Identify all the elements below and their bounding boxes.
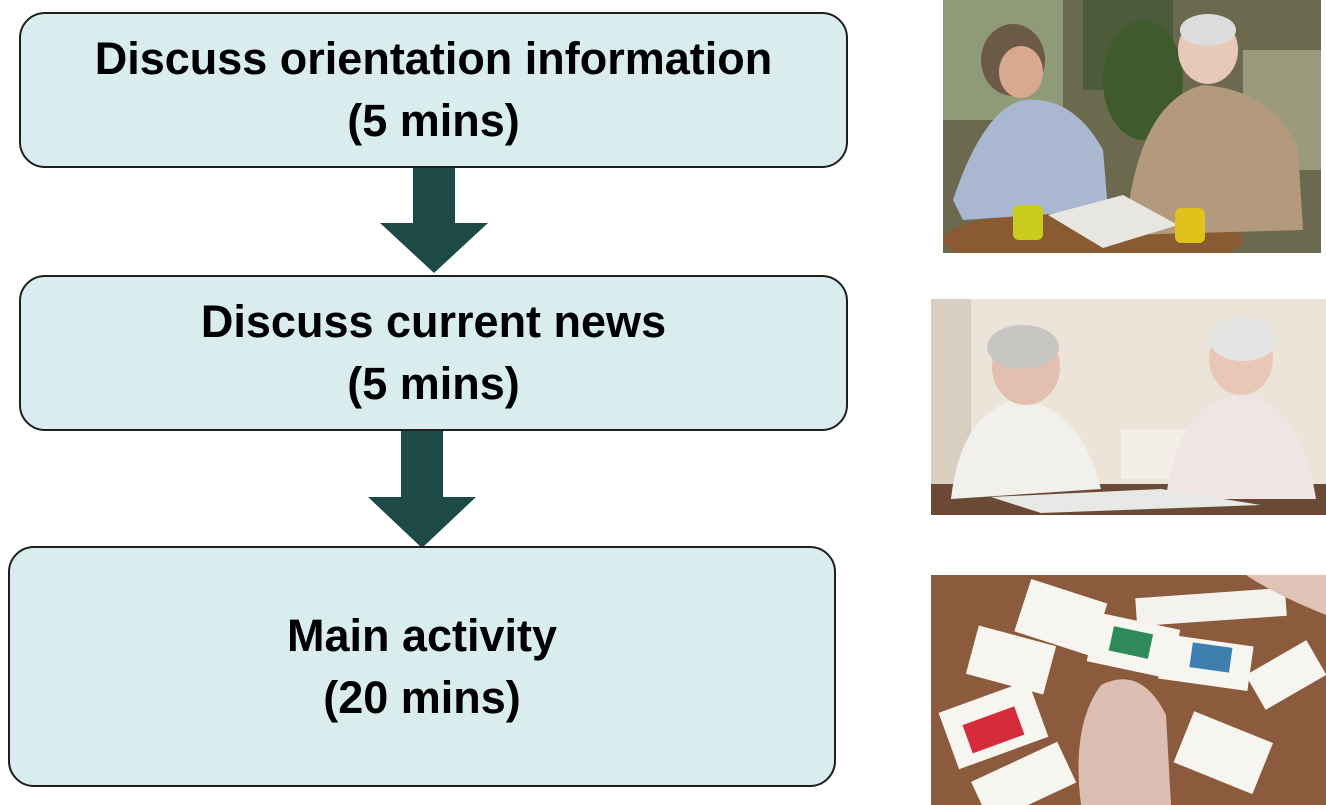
- step-duration: (5 mins): [347, 95, 520, 146]
- step-box-current-news: Discuss current news (5 mins): [19, 275, 848, 431]
- step-title: Main activity: [286, 609, 558, 661]
- step-duration: (5 mins): [347, 358, 520, 409]
- couple-reading-newspaper-photo: [943, 0, 1321, 253]
- step-title: Discuss orientation information: [94, 33, 773, 84]
- step-duration: (20 mins): [323, 671, 521, 723]
- step-title: Discuss current news: [200, 296, 667, 347]
- step-box-main-activity: Main activity (20 mins): [8, 546, 836, 787]
- step-box-orientation: Discuss orientation information (5 mins): [19, 12, 848, 168]
- cards-activity-photo: [931, 575, 1326, 805]
- down-arrow-icon: [380, 168, 488, 273]
- two-women-discussing-photo: [931, 299, 1326, 515]
- down-arrow-icon: [368, 431, 476, 548]
